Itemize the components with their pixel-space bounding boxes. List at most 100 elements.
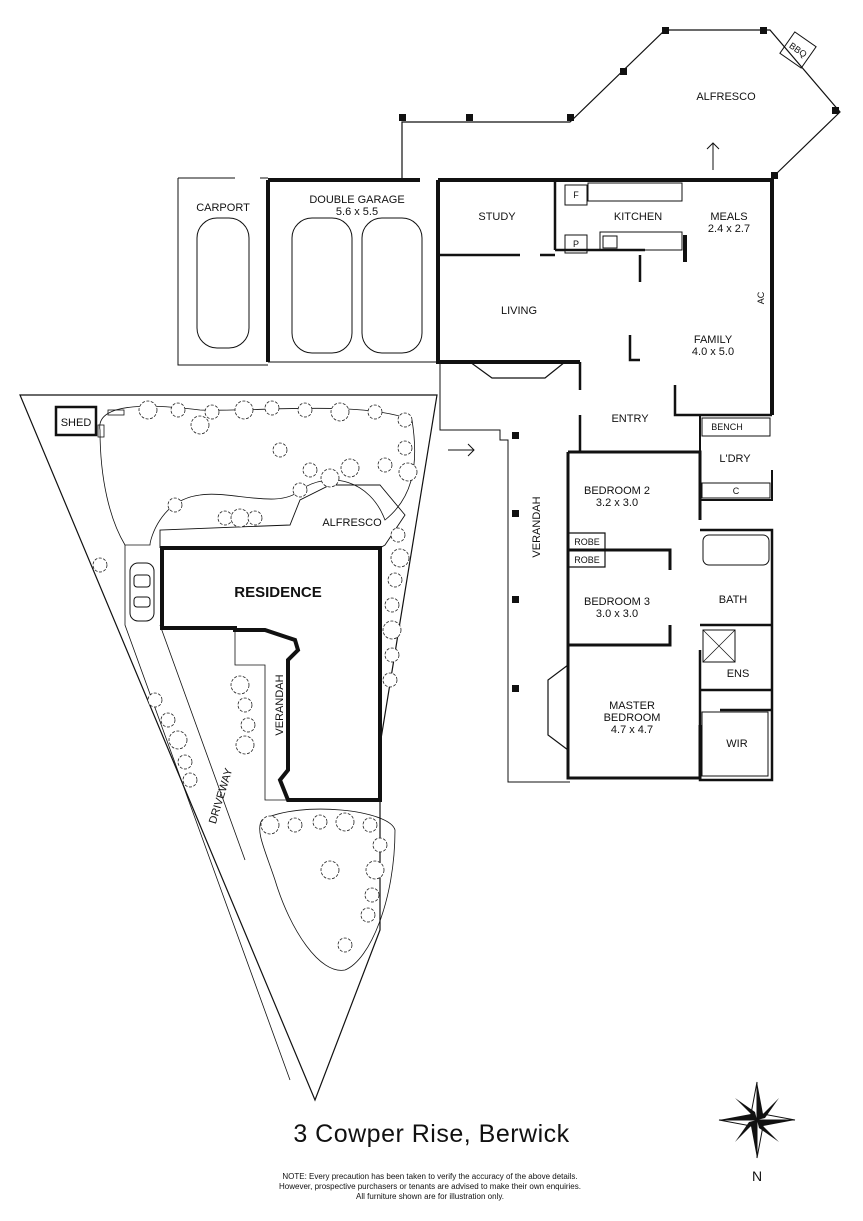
disclaimer-line-1: NOTE: Every precaution has been taken to… (282, 1172, 578, 1181)
tree-icon (240, 717, 256, 733)
site-verandah-label: VERANDAH (274, 674, 286, 735)
tree-icon (235, 735, 255, 755)
site-verandah-outline (234, 630, 288, 801)
wir-label: WIR (726, 738, 747, 750)
disclaimer-line-2: However, prospective purchasers or tenan… (279, 1182, 581, 1191)
tree-icons (92, 400, 418, 953)
living-label: LIVING (501, 305, 537, 317)
bbq-label: BBQ (787, 40, 808, 59)
tree-icon (177, 754, 193, 770)
compass-north-label: N (752, 1168, 762, 1184)
tree-icon (287, 817, 303, 833)
double-garage-label: DOUBLE GARAGE (309, 194, 404, 206)
site-residence-label: RESIDENCE (234, 584, 322, 601)
tree-icon (372, 837, 388, 853)
tree-icon (390, 548, 410, 568)
tree-icon (260, 815, 280, 835)
property-address: 3 Cowper Rise, Berwick (293, 1120, 570, 1148)
bedroom2-label: BEDROOM 2 (584, 485, 650, 497)
tree-icon (247, 510, 263, 526)
laundry-label: L'DRY (719, 453, 751, 465)
tree-icon (377, 457, 393, 473)
tree-icon (360, 907, 376, 923)
bedroom3-size: 3.0 x 3.0 (596, 608, 638, 620)
tree-icon (397, 440, 413, 456)
tree-icon (382, 672, 398, 688)
tree-icon (92, 557, 108, 573)
bedroom2-size: 3.2 x 3.0 (596, 497, 638, 509)
tree-icon (320, 860, 340, 880)
tree-icon (365, 860, 385, 880)
pantry-label: P (573, 239, 579, 249)
tree-icon (387, 572, 403, 588)
driveway-edge-2 (159, 624, 246, 861)
master-label-line1: MASTER (609, 700, 655, 712)
tree-icon (320, 468, 340, 488)
site-plan (19, 394, 438, 1102)
tree-icon (397, 412, 413, 428)
tree-icon (272, 442, 288, 458)
tree-icon (312, 814, 328, 830)
double-garage-size: 5.6 x 5.5 (336, 206, 378, 218)
tree-icon (138, 400, 158, 420)
bath-label: BATH (719, 594, 748, 606)
tree-icon (167, 497, 183, 513)
bedroom3-label: BEDROOM 3 (584, 596, 650, 608)
tree-icon (264, 400, 280, 416)
compass-icon (718, 1081, 796, 1159)
tree-icon (398, 462, 418, 482)
garage-car-icons (196, 217, 423, 354)
tree-icon (364, 887, 380, 903)
tree-icon (217, 510, 233, 526)
kitchen-label: KITCHEN (614, 211, 662, 223)
tree-icon (384, 597, 400, 613)
tree-icon (330, 402, 350, 422)
tree-icon (147, 692, 163, 708)
site-alfresco-label: ALFRESCO (322, 517, 382, 529)
ac-label: AC (756, 291, 766, 304)
tree-icon (237, 697, 253, 713)
tree-icon (384, 647, 400, 663)
tree-icon (160, 712, 176, 728)
bench-label: BENCH (711, 422, 743, 432)
disclaimer-line-3: All furniture shown are for illustration… (356, 1192, 504, 1201)
post-markers (399, 27, 839, 692)
tree-icon (234, 400, 254, 420)
carport-outline (177, 178, 268, 366)
meals-label: MEALS (710, 211, 747, 223)
family-label: FAMILY (694, 334, 733, 346)
verandah-label: VERANDAH (531, 496, 543, 557)
site-driveway-label: DRIVEWAY (207, 766, 235, 825)
residence-outline (160, 546, 382, 802)
robe2-label: ROBE (574, 555, 600, 565)
tree-icon (302, 462, 318, 478)
meals-size: 2.4 x 2.7 (708, 223, 750, 235)
alfresco-label: ALFRESCO (696, 91, 756, 103)
fridge-label: F (573, 190, 579, 200)
tree-icon (182, 772, 198, 788)
tree-icon (335, 812, 355, 832)
site-shed-label: SHED (61, 417, 92, 429)
master-label-line2: BEDROOM (604, 712, 661, 724)
master-size: 4.7 x 4.7 (611, 724, 653, 736)
house-outer-wall (436, 178, 774, 415)
tree-icon (362, 817, 378, 833)
tree-icon (190, 415, 210, 435)
tree-icon (382, 620, 402, 640)
garden-bed-south (259, 808, 396, 971)
carport-label: CARPORT (196, 202, 250, 214)
tree-icon (230, 675, 250, 695)
shed-outline (54, 405, 98, 437)
tree-icon (297, 402, 313, 418)
ens-label: ENS (727, 668, 750, 680)
tree-icon (204, 404, 220, 420)
driveway-edge (124, 545, 291, 1081)
lot-boundary (19, 394, 438, 1102)
tree-icon (292, 482, 308, 498)
tree-icon (340, 458, 360, 478)
family-size: 4.0 x 5.0 (692, 346, 734, 358)
cupboard-label: C (733, 486, 740, 496)
tree-icon (168, 730, 188, 750)
site-car-icon (129, 562, 155, 622)
